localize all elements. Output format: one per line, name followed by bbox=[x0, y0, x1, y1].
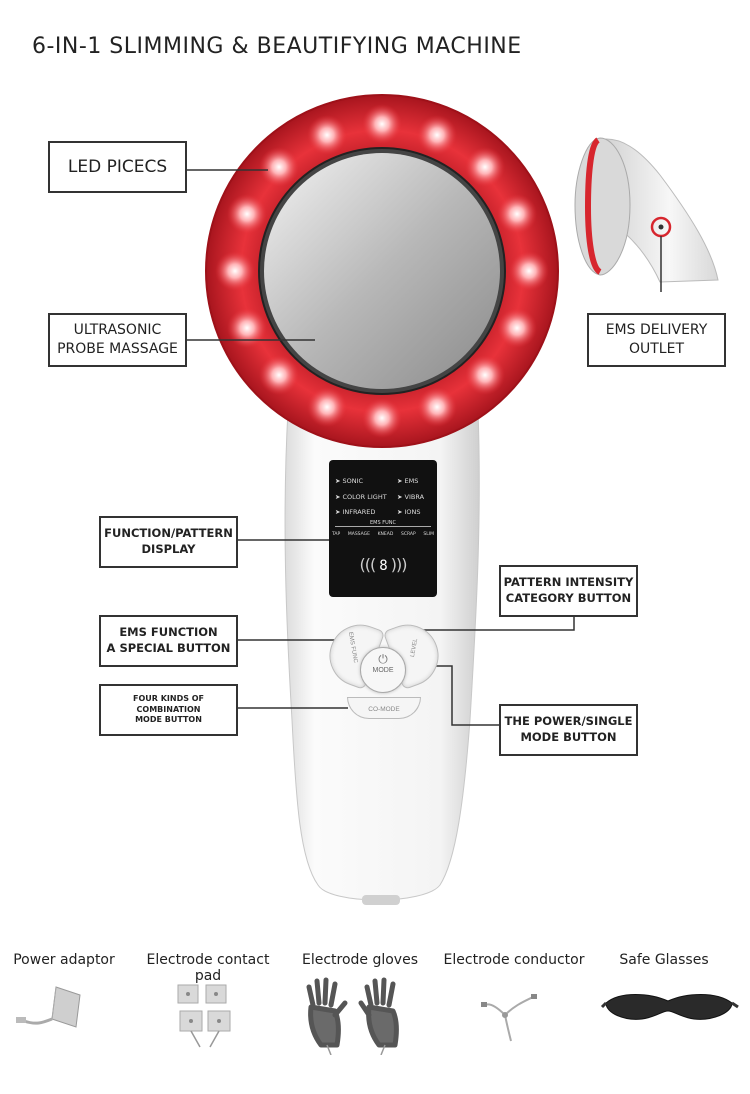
digit-display: 8 bbox=[379, 558, 388, 574]
accessory-label-electrode-pad: Electrode contact pad bbox=[146, 952, 270, 984]
co-mode-button[interactable]: CO-MODE bbox=[347, 697, 421, 719]
device-side-view bbox=[574, 137, 719, 283]
display-item-ems: ➤ EMS bbox=[397, 477, 419, 485]
ems-mode-tap: TAP bbox=[332, 532, 341, 537]
electrode-conductor-icon bbox=[481, 994, 537, 1042]
accessory-label-safe-glasses: Safe Glasses bbox=[619, 952, 709, 968]
callout-combination-mode: FOUR KINDS OF COMBINATION MODE BUTTON bbox=[99, 684, 238, 736]
callout-ultrasonic-probe: ULTRASONIC PROBE MASSAGE bbox=[48, 313, 187, 367]
callout-function-display: FUNCTION/PATTERN DISPLAY bbox=[99, 516, 238, 568]
display-item-color-light: ➤ COLOR LIGHT bbox=[335, 492, 387, 501]
accessory-label-electrode-gloves: Electrode gloves bbox=[301, 952, 419, 968]
ems-mode-knead: KNEAD bbox=[377, 532, 394, 537]
display-item-infrared: ➤ INFRARED bbox=[335, 508, 376, 516]
callout-led-pieces: LED PICECS bbox=[48, 141, 187, 193]
ems-mode-scrap: SCRAP bbox=[400, 532, 416, 537]
ems-func-label: EMS FUNC bbox=[335, 520, 431, 527]
ultrasonic-probe bbox=[264, 153, 500, 389]
electrode-pad-icon bbox=[177, 984, 231, 1048]
led-lights bbox=[215, 104, 549, 438]
charging-port bbox=[362, 895, 400, 905]
function-display: ➤ SONIC ➤ COLOR LIGHT ➤ INFRARED ➤ EMS ➤… bbox=[329, 460, 437, 597]
display-item-vibra: ➤ VIBRA bbox=[397, 492, 425, 501]
accessory-label-power-adaptor: Power adaptor bbox=[13, 952, 115, 968]
display-item-sonic: ➤ SONIC bbox=[335, 477, 364, 485]
accessory-label-electrode-conductor: Electrode conductor bbox=[443, 952, 585, 968]
safe-glasses-icon bbox=[600, 994, 739, 1020]
callout-power-mode-button: THE POWER/SINGLE MODE BUTTON bbox=[499, 704, 638, 756]
page-title: 6-IN-1 SLIMMING & BEAUTIFYING MACHINE bbox=[32, 34, 522, 59]
ems-mode-slim: SLIM bbox=[423, 532, 434, 537]
mode-button[interactable]: ⏻ MODE bbox=[360, 647, 406, 693]
ems-mode-massage: MASSAGE bbox=[347, 532, 370, 537]
callout-pattern-intensity: PATTERN INTENSITY CATEGORY BUTTON bbox=[499, 565, 638, 617]
callout-ems-function-button: EMS FUNCTION A SPECIAL BUTTON bbox=[99, 615, 238, 667]
callout-ems-delivery-outlet: EMS DELIVERY OUTLET bbox=[587, 313, 726, 367]
signal-icon: ((( 8 ))) bbox=[359, 555, 407, 574]
display-item-ions: ➤ IONS bbox=[397, 508, 421, 516]
power-icon: ⏻ bbox=[378, 652, 388, 666]
electrode-gloves-icon bbox=[306, 977, 399, 1055]
power-adaptor-icon bbox=[16, 986, 81, 1028]
